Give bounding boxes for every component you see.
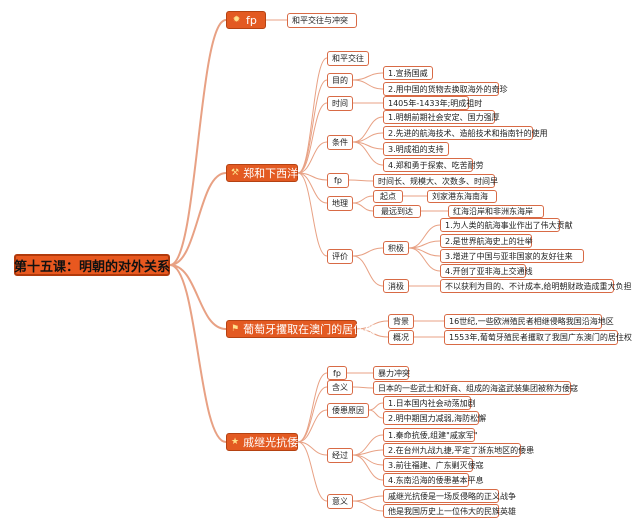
- zhenghe-time-label[interactable]: 时间: [327, 96, 353, 111]
- macau-bg-value[interactable]: 16世纪,一些欧洲殖民者相继侵略我国沿海地区: [444, 314, 614, 329]
- connector-line: [297, 141, 328, 174]
- zhenghe-condition-item[interactable]: 1.明朝前期社会安定、国力强厚: [383, 110, 500, 124]
- connector-line: [352, 141, 384, 166]
- qi-process-item[interactable]: 1.秦命抗倭,组建"戚家军": [383, 428, 478, 442]
- connector-line: [352, 195, 374, 204]
- zhenghe-condition-item[interactable]: 4.郑和勇于探索、吃苦耐劳: [383, 158, 484, 172]
- connector-line: [352, 454, 384, 466]
- zhenghe-far-value[interactable]: 红海沿岸和非洲东海岸: [448, 205, 544, 218]
- connector-line: [297, 386, 328, 443]
- zhenghe-fp-value[interactable]: 时间长、规模大、次数多、时间早: [373, 174, 498, 188]
- macau-overview-value[interactable]: 1553年,葡萄牙殖民者攫取了我国广东澳门的居住权: [444, 330, 632, 345]
- qi-cause-item[interactable]: 1.日本国内社会动荡加剧: [383, 396, 476, 410]
- qi-process-label[interactable]: 经过: [327, 448, 353, 463]
- connector-line: [297, 79, 328, 174]
- zhenghe-purpose-item[interactable]: 2.用中国的货物去换取海外的奇珍: [383, 82, 508, 96]
- zhenghe-conditions-label[interactable]: 条件: [327, 135, 353, 150]
- qi-significance-item[interactable]: 戚继光抗倭是一场反侵略的正义战争: [383, 489, 516, 503]
- connector-line: [297, 172, 328, 204]
- connector-line: [297, 409, 328, 443]
- connector-line: [169, 172, 227, 266]
- macau-overview-label[interactable]: 概况: [388, 330, 414, 345]
- macau-bg-label[interactable]: 背景: [388, 314, 414, 329]
- qi-fp-value[interactable]: 暴力冲突: [373, 366, 410, 380]
- connector-line: [352, 79, 384, 90]
- connector-line: [352, 247, 384, 257]
- zhenghe-far-label[interactable]: 最远到达: [373, 205, 421, 218]
- zhenghe-start-label[interactable]: 起点: [373, 190, 403, 203]
- connector-line: [352, 202, 374, 212]
- qi-cause-label[interactable]: 倭患原因: [327, 403, 369, 418]
- zhenghe-geo-label[interactable]: 地理: [327, 196, 353, 211]
- branch-macau-title: 葡萄牙攫取在澳门的居住权: [243, 323, 376, 336]
- connector-line: [297, 172, 328, 257]
- connector-line: [169, 19, 227, 266]
- branch-fp[interactable]: ✹ fp: [226, 11, 266, 29]
- qi-meaning-value[interactable]: 日本的一些武士和奸商、组成的海盗武装集团被称为倭寇: [373, 381, 578, 395]
- branch-zhenghe[interactable]: ⚒ 郑和下西洋: [226, 164, 298, 182]
- qi-meaning-label[interactable]: 含义: [327, 380, 353, 395]
- connector-line: [352, 255, 384, 287]
- branch-qi[interactable]: ★ 戚继光抗倭: [226, 433, 298, 451]
- qi-cause-item[interactable]: 2.明中期国力减弱,海防松懈: [383, 411, 486, 425]
- qi-fp-label[interactable]: fp: [327, 366, 347, 380]
- zhenghe-positive-item[interactable]: 3.增进了中国与亚非国家的友好往来: [440, 249, 584, 263]
- qi-process-item[interactable]: 3.前往福建、广东剿灭倭寇: [383, 458, 484, 472]
- flag-icon: ⚑: [231, 323, 240, 334]
- branch-fp-title: fp: [246, 13, 257, 27]
- connector-line: [352, 386, 374, 389]
- root-topic[interactable]: 第十五课：明朝的对外关系: [14, 254, 170, 276]
- fp-peace-conflict[interactable]: 和平交往与冲突: [287, 13, 357, 28]
- sun-icon: ✹: [232, 14, 241, 25]
- connector-line: [297, 372, 328, 443]
- connector-line: [368, 402, 384, 411]
- zhenghe-positive-item[interactable]: 1.为人类的航海事业作出了伟大贡献: [440, 218, 573, 232]
- zhenghe-positive-item[interactable]: 2.是世界航海史上的壮举: [440, 234, 533, 248]
- branch-zhenghe-title: 郑和下西洋: [243, 167, 299, 180]
- connector-line: [368, 409, 384, 419]
- qi-process-item[interactable]: 2.在台州九战九捷,平定了浙东地区的倭患: [383, 443, 534, 457]
- zhenghe-peace[interactable]: 和平交往: [327, 51, 369, 66]
- zhenghe-negative-label[interactable]: 消极: [383, 279, 409, 293]
- connector-line: [352, 116, 384, 143]
- qi-significance-item[interactable]: 他是我国历史上一位伟大的民族英雄: [383, 504, 516, 518]
- zhenghe-purpose-item[interactable]: 1.宣扬国威: [383, 66, 433, 80]
- zhenghe-eval-label[interactable]: 评价: [327, 249, 353, 264]
- zhenghe-time-value[interactable]: 1405年-1433年;明成祖时: [383, 96, 482, 110]
- connector-line: [297, 441, 328, 502]
- connector-line: [352, 495, 384, 502]
- connector-line: [408, 247, 441, 272]
- connector-line: [348, 179, 374, 182]
- connector-line: [297, 441, 328, 456]
- connector-line: [297, 102, 328, 174]
- connector-line: [352, 454, 384, 481]
- zhenghe-condition-item[interactable]: 3.明成祖的支持: [383, 142, 449, 156]
- zhenghe-positive-item[interactable]: 4.开创了亚非海上交通线: [440, 264, 533, 278]
- zhenghe-fp-label[interactable]: fp: [327, 173, 349, 188]
- connector-line: [169, 264, 227, 443]
- zhenghe-negative-value[interactable]: 不以获利为目的、不计成本,给明朝财政造成重大负担: [440, 279, 632, 293]
- hammer-icon: ⚒: [231, 167, 240, 178]
- qi-process-item[interactable]: 4.东南沿海的倭患基本平息: [383, 473, 484, 487]
- connector-line: [356, 328, 389, 338]
- connector-line: [352, 500, 384, 512]
- branch-macau[interactable]: ⚑ 葡萄牙攫取在澳门的居住权: [226, 320, 375, 338]
- zhenghe-positive-label[interactable]: 积极: [383, 241, 409, 255]
- branch-qi-title: 戚继光抗倭: [243, 436, 299, 449]
- qi-significance-label[interactable]: 意义: [327, 494, 353, 509]
- connector-line: [169, 264, 227, 330]
- zhenghe-purpose-label[interactable]: 目的: [327, 73, 353, 88]
- star-icon: ★: [231, 436, 240, 447]
- zhenghe-start-value[interactable]: 刘家港东海南海: [427, 190, 497, 203]
- connector-line: [297, 57, 328, 174]
- connector-line: [352, 72, 384, 81]
- zhenghe-condition-item[interactable]: 2.先进的航海技术、造船技术和指南针的使用: [383, 126, 548, 140]
